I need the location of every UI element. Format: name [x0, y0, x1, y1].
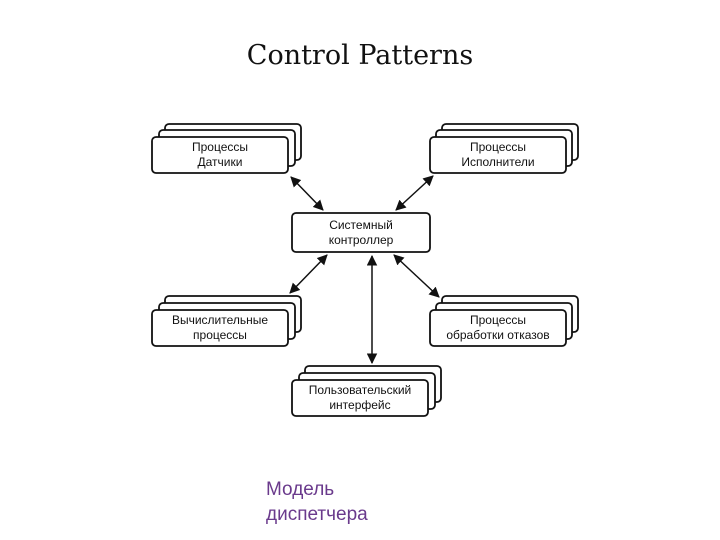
node-controller-label: Системный контроллер — [328, 217, 394, 247]
node-ui-box — [291, 365, 442, 417]
edge-sensors-controller — [290, 176, 324, 211]
edge-fault-controller — [393, 254, 440, 298]
node-computation-label: Вычислительные процессы — [171, 313, 269, 342]
node-sensors-label: Процессы Датчики — [191, 140, 248, 169]
slide-title: Control Patterns — [246, 40, 474, 71]
node-ui-label: Пользовательский интерфейс — [308, 383, 412, 412]
node-controller-box — [291, 212, 431, 253]
node-actuators-box — [429, 123, 579, 174]
node-fault-box — [429, 295, 579, 347]
node-sensors-box — [151, 123, 302, 174]
node-computation-box — [151, 295, 302, 347]
node-actuators-label: Процессы Исполнители — [461, 140, 535, 169]
caption: Модель диспетчера — [266, 479, 368, 525]
node-fault-label: Процессы обработки отказов — [446, 313, 550, 342]
edge-computation-controller — [289, 254, 328, 294]
edge-actuators-controller — [395, 175, 434, 211]
